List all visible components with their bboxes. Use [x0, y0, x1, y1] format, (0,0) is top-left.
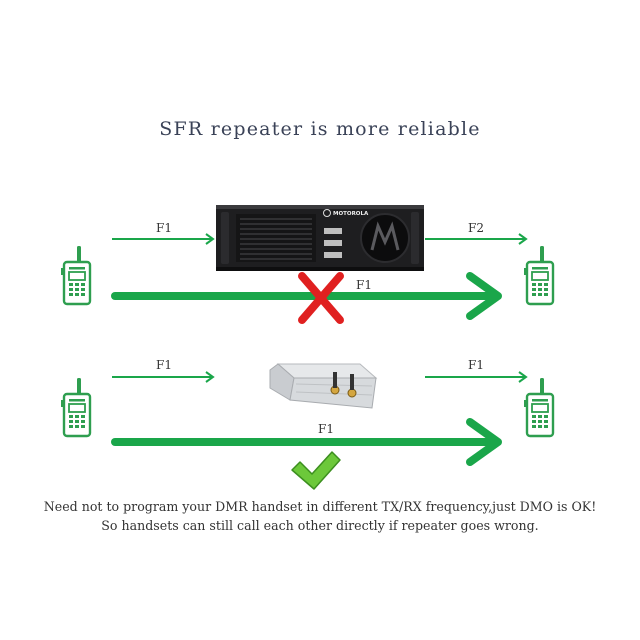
page-title: SFR repeater is more reliable: [159, 118, 481, 140]
arrow-in-bottom: [112, 371, 215, 383]
label-top-direct: F1: [356, 278, 372, 292]
label-bottom-direct: F1: [318, 422, 334, 436]
cross-mark-icon: [298, 272, 344, 324]
radio-handset-icon: [59, 376, 92, 438]
repeater-brand: MOTOROLA: [333, 211, 369, 217]
radio-handset-icon: [522, 244, 555, 306]
direct-arrow-bottom: [111, 418, 502, 466]
arrow-in-top: [112, 233, 215, 245]
check-mark-icon: [291, 451, 341, 490]
radio-handset-icon: [59, 244, 92, 306]
radio-handset-icon: [522, 376, 555, 438]
caption-line-2: So handsets can still call each other di…: [101, 518, 539, 533]
sfr-box-icon: [269, 363, 378, 409]
direct-arrow-top: [111, 272, 502, 320]
arrow-out-top: [425, 233, 528, 245]
caption-line-1: Need not to program your DMR handset in …: [43, 499, 597, 514]
label-top-out: F2: [468, 221, 484, 235]
label-bottom-in: F1: [156, 358, 172, 372]
repeater-unit-icon: MOTOROLA: [216, 205, 424, 271]
label-bottom-out: F1: [468, 358, 484, 372]
arrow-out-bottom: [425, 371, 528, 383]
label-top-in: F1: [156, 221, 172, 235]
